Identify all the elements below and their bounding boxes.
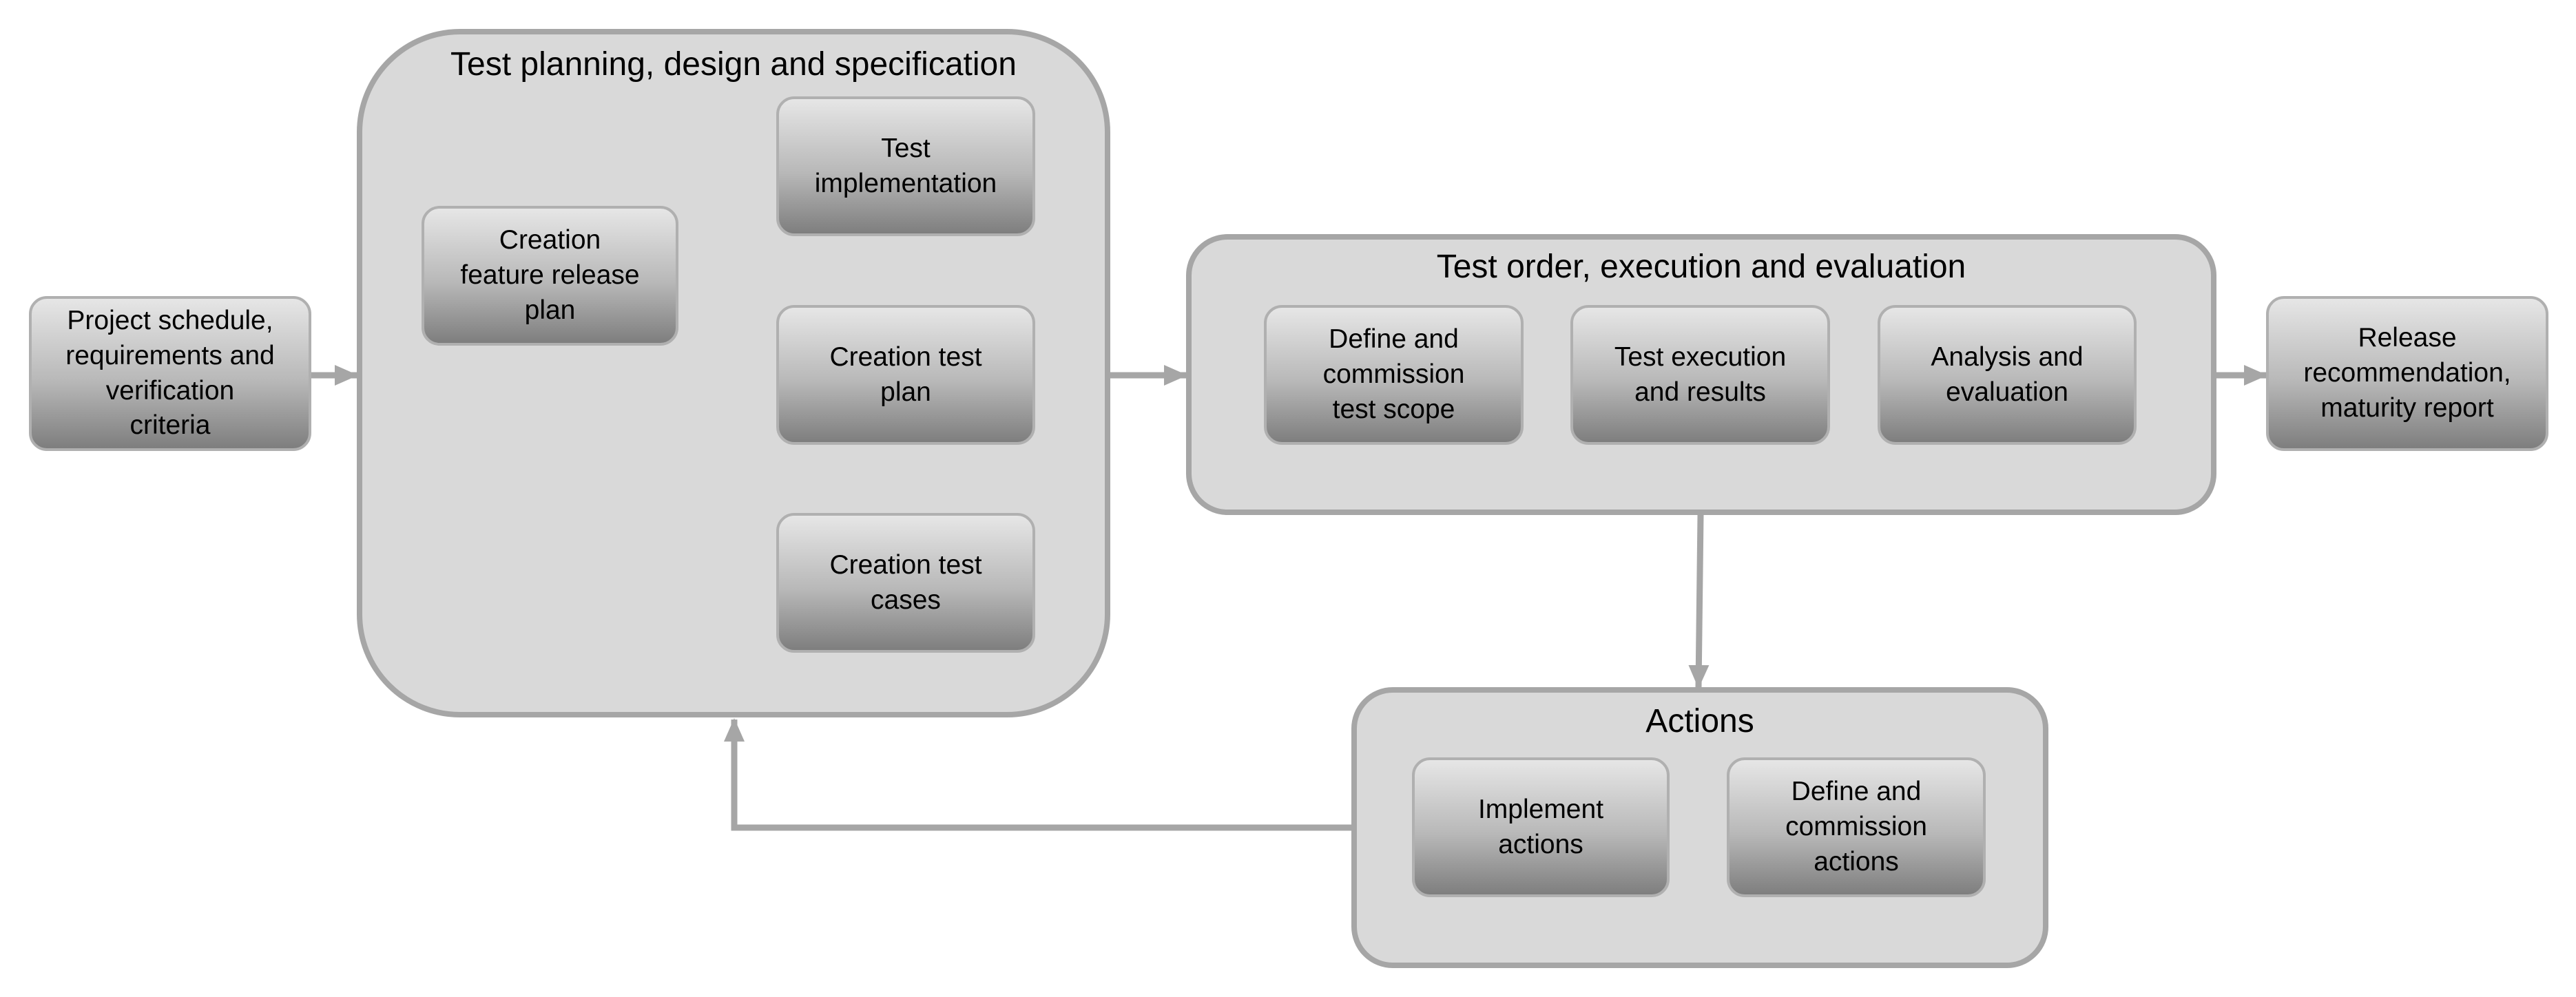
box-test-execution: Test execution and results [1570,305,1830,445]
box-define-test-scope-line-3: test scope [1332,394,1455,424]
arrow-actions-to-planning [724,718,1353,831]
box-define-test-scope-line-2: commission [1322,359,1465,390]
box-analysis-evaluation-line-2: evaluation [1946,377,2068,407]
box-test-execution-line-2: and results [1634,377,1766,407]
box-analysis-evaluation: Analysis and evaluation [1878,305,2137,445]
box-define-commission-actions-line-3: actions [1814,846,1899,877]
box-creation-feature-release-plan-line-1: Creation [499,225,601,255]
box-project-schedule-line-4: criteria [129,410,211,441]
box-release-recommendation-line-2: recommendation, [2303,358,2511,388]
box-creation-test-plan-line-2: plan [880,377,931,407]
arrow-execution-to-actions [1688,514,1710,689]
box-define-commission-actions: Define and commission actions [1727,757,1986,897]
box-creation-test-plan-line-1: Creation test [829,342,982,372]
box-project-schedule-line-1: Project schedule, [67,306,273,336]
box-release-recommendation-line-1: Release [2358,323,2457,353]
box-test-implementation-line-1: Test [881,133,931,163]
box-define-commission-actions-line-1: Define and [1791,777,1922,807]
box-creation-test-cases-line-1: Creation test [829,549,982,580]
box-creation-feature-release-plan-line-2: feature release [460,260,640,291]
group-title-test-order: Test order, execution and evaluation [1436,249,1966,285]
box-project-schedule: Project schedule, requirements and verif… [29,296,311,451]
box-implement-actions-line-2: actions [1498,829,1583,859]
group-title-test-planning: Test planning, design and specification [450,46,1017,83]
box-implement-actions: Implement actions [1412,757,1670,897]
box-release-recommendation-line-3: maturity report [2320,392,2494,423]
box-creation-test-plan: Creation test plan [776,305,1035,445]
box-creation-test-cases-line-2: cases [871,585,941,615]
box-project-schedule-line-3: verification [105,375,235,406]
box-test-execution-line-1: Test execution [1614,342,1787,372]
box-test-implementation-line-2: implementation [814,168,997,198]
box-define-test-scope: Define and commission test scope [1264,305,1524,445]
box-creation-test-cases: Creation test cases [776,513,1035,653]
box-define-test-scope-line-1: Define and [1329,324,1459,355]
box-define-commission-actions-line-2: commission [1785,812,1927,842]
box-test-implementation: Test implementation [776,96,1035,236]
box-creation-feature-release-plan: Creation feature release plan [422,206,678,346]
box-creation-feature-release-plan-line-3: plan [524,295,576,325]
box-project-schedule-line-2: requirements and [65,340,275,370]
group-title-actions: Actions [1645,703,1754,739]
box-implement-actions-line-1: Implement [1477,794,1604,824]
box-release-recommendation: Release recommendation, maturity report [2266,296,2548,451]
box-analysis-evaluation-line-1: Analysis and [1931,342,2084,372]
